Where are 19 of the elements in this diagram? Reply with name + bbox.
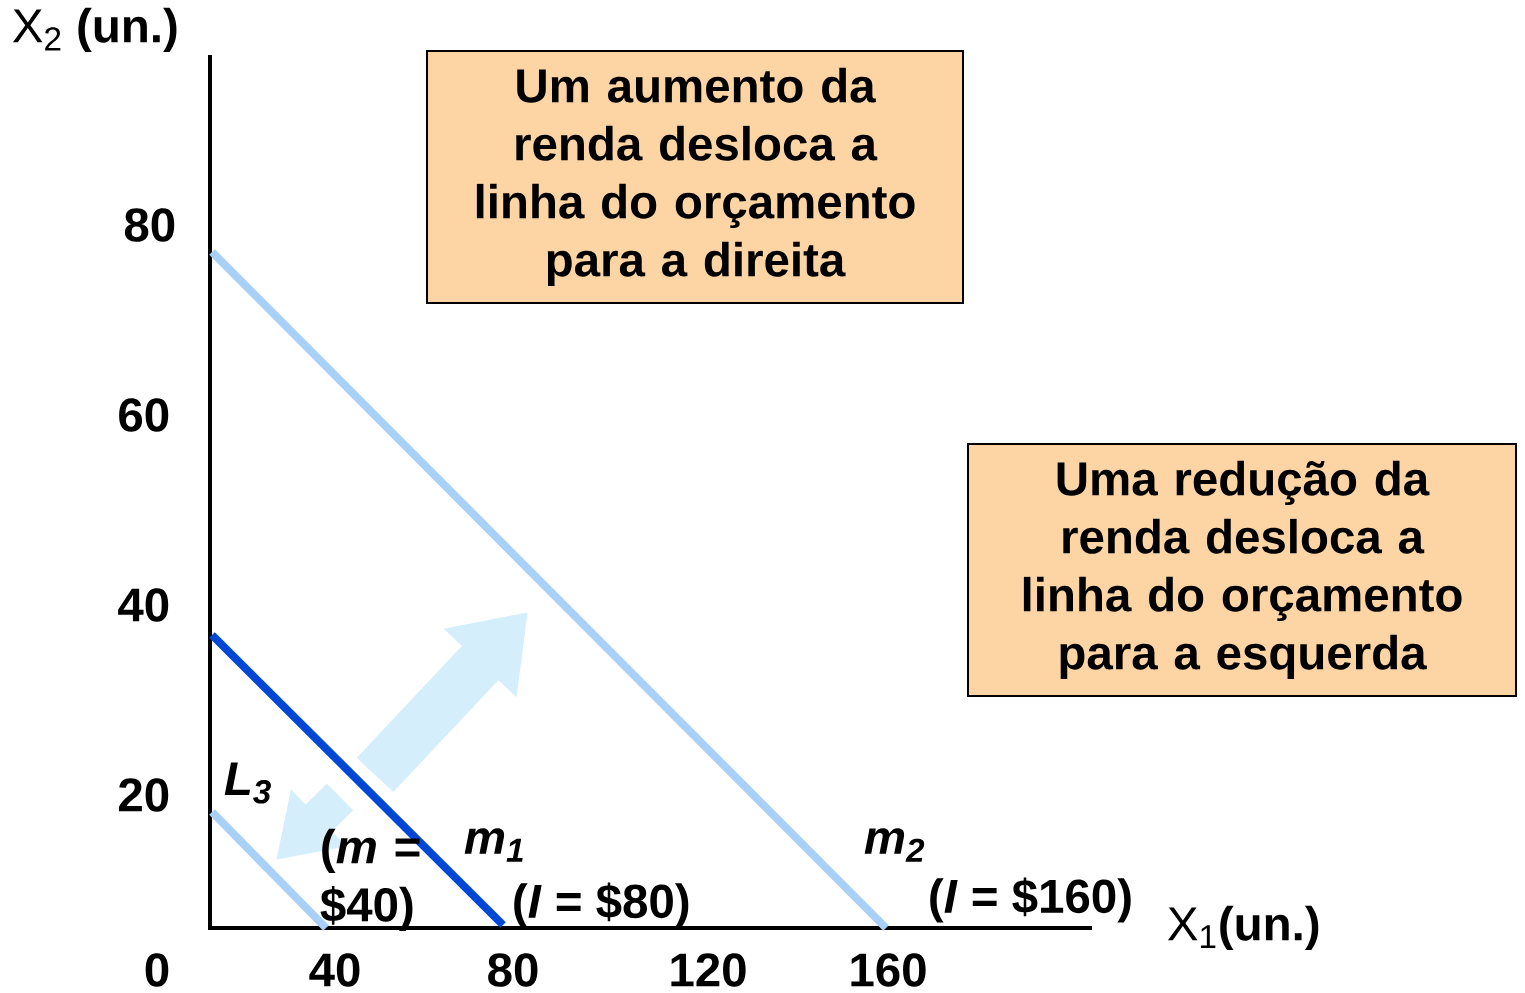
tick-label: 160: [851, 953, 926, 987]
axis-label: X$_{2}$ (un.): [12, 7, 177, 53]
text-box: Um aumento da renda desloca a linha do orçamento para a direita: [426, 50, 964, 304]
tick-label: 0: [145, 953, 169, 987]
line-label: L$_{3}$: [224, 762, 271, 804]
tick-label: 80: [124, 208, 175, 242]
tick-label: 120: [671, 953, 746, 987]
tick-label: 60: [119, 398, 169, 432]
axis-label: X$_{1}$(un.): [1167, 905, 1319, 951]
tick-label: 40: [118, 588, 169, 622]
income-label: (I = $80): [514, 882, 689, 928]
income-label: (m = $40): [320, 828, 420, 932]
tick-label: 40: [309, 953, 360, 987]
line-label: m$_{2}$: [864, 828, 925, 862]
tick-label: 80: [488, 953, 538, 987]
income-label: (I = $160): [930, 877, 1131, 923]
text-box: Uma redução da renda desloca a linha do orçamento para a esquerda: [967, 443, 1517, 697]
tick-label: 20: [119, 778, 169, 812]
line-label: m$_{1}$: [464, 828, 523, 862]
